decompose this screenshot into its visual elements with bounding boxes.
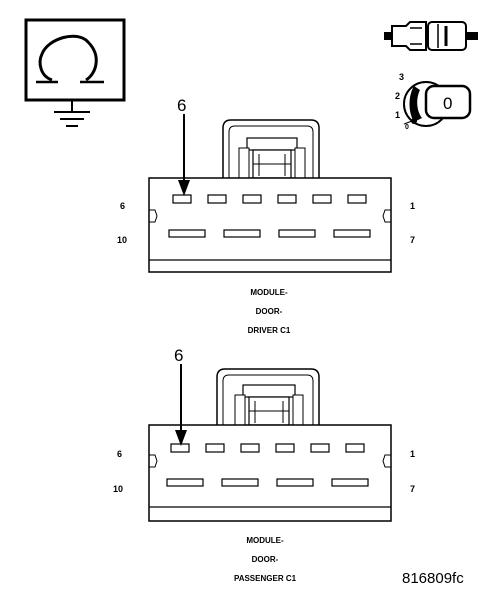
ignition-position-1: 1 [395,110,401,120]
caption-line-1: MODULE- [250,288,288,297]
pin-label-left-top: 6 [117,449,123,459]
ignition-key-label: 0 [443,94,453,113]
pin-label-right-top: 1 [410,449,416,459]
ignition-key-switch-icon [403,81,472,127]
caption-line-3: PASSENGER C1 [233,574,297,583]
callout-pin-number: 6 [174,346,184,365]
caption-line-1: MODULE- [246,536,284,545]
pin-label-left-top: 6 [120,201,126,211]
ignition-position-2: 2 [395,91,401,101]
callout-arrow [175,364,187,446]
callout-arrow [178,114,190,196]
caption-line-2: DOOR- [251,555,279,564]
ignition-position-3: 3 [399,72,405,82]
ohmmeter-ground-icon [24,18,126,127]
connector-plug-icon [384,21,478,51]
caption-line-3: DRIVER C1 [247,326,291,335]
caption-line-2: DOOR- [255,307,283,316]
pin-label-left-bottom: 10 [117,235,128,245]
callout-pin-number: 6 [177,96,187,115]
pin-label-right-bottom: 7 [410,484,416,494]
pin-label-right-top: 1 [410,201,416,211]
connector-driver-c1 [148,119,392,273]
pin-label-right-bottom: 7 [410,235,416,245]
ignition-position-0: 0 [405,124,409,131]
figure-id: 816809fc [402,570,464,587]
connector-passenger-c1 [148,368,392,522]
pin-label-left-bottom: 10 [113,484,124,494]
connector-caption: MODULE- DOOR- PASSENGER C1 [195,531,335,588]
connector-caption: MODULE- DOOR- DRIVER C1 [199,283,339,340]
